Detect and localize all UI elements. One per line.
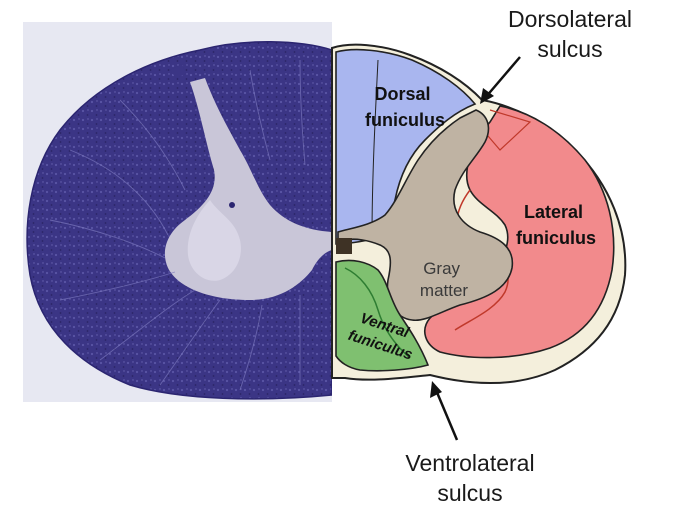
dorsolateral-arrow [480,56,521,104]
dorsolateral-sulcus-label: Dorsolateral sulcus [470,4,670,64]
ventrolateral-line-1: Ventrolateral [405,450,535,476]
gray-matter-region [337,109,514,322]
stain-fragment [170,64,186,78]
ventrolateral-sulcus-label: Ventrolateral sulcus [355,448,585,508]
ventral-tract-line [344,267,411,359]
tract-marker [487,109,532,151]
dorsolateral-line-1: Dorsolateral [508,6,632,32]
lateral-funiculus-label: Lateral funiculus [516,202,596,248]
central-canal [229,202,235,208]
ventral-funiculus-region [335,259,430,372]
stained-white-matter [26,41,332,400]
schematic-diagram: Dorsal funiculus Lateral funiculus Gray … [331,43,627,441]
ventrolateral-arrow [430,381,459,441]
ventrolateral-line-2: sulcus [437,480,503,506]
gray-matter-label: Gray matter [420,259,469,300]
stain-fiber-lines [49,59,306,391]
central-canal-marker [336,238,352,254]
histology-section [23,22,332,402]
dorsolateral-line-2: sulcus [537,36,603,62]
dorsal-median-line [371,59,379,239]
stained-gray-matter-horn [187,200,241,281]
dorsal-funiculus-label: Dorsal funiculus [365,84,445,130]
